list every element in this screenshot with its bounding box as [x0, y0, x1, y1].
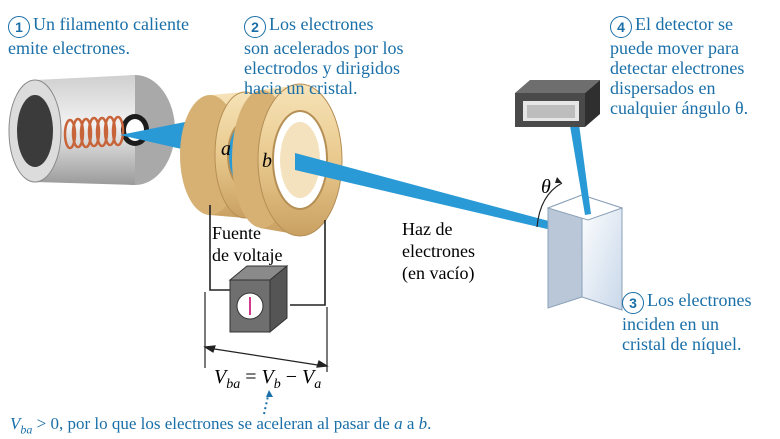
formula-v1-sub: b: [273, 377, 281, 392]
circuit-wires: [209, 205, 326, 306]
caption-b: b: [418, 414, 428, 433]
caption-v: V: [10, 414, 21, 433]
nickel-crystal: [546, 194, 624, 311]
formula-lhs-sub: ba: [226, 377, 241, 392]
dotted-pointer: [263, 390, 273, 415]
electron-beam: [295, 153, 560, 232]
formula-eq: =: [240, 366, 262, 388]
formula-v2-sub: a: [314, 377, 322, 392]
formula-v1: V: [261, 366, 274, 388]
formula-lhs: V: [214, 366, 227, 388]
formula-minus: −: [280, 366, 302, 388]
source-line2: de voltaje: [212, 245, 283, 265]
step-number-2: 2: [244, 16, 266, 38]
detector: [515, 80, 600, 127]
callout-3-line1: Los electrones: [647, 290, 752, 310]
label-a: a: [221, 138, 231, 160]
callout-2-line1: Los electrones: [269, 14, 374, 34]
callout-2-line2: son acelerados por los: [244, 38, 404, 58]
formula-v2: V: [302, 366, 315, 388]
theta-label: θ: [541, 176, 551, 198]
source-line1: Fuente: [212, 223, 261, 243]
voltage-source: [228, 264, 289, 334]
callout-3-line3: cristal de níquel.: [622, 334, 742, 354]
caption-a: a: [394, 414, 403, 433]
voltage-source-label: Fuente de voltaje: [212, 222, 282, 266]
callout-2-line4: hacia un cristal.: [244, 78, 358, 98]
beam-cone: [120, 120, 195, 152]
callout-1-line1: Un filamento caliente: [33, 14, 189, 34]
caption-end: .: [427, 414, 432, 433]
step-number-3: 3: [622, 292, 644, 314]
callout-1-line2: emite electrones.: [8, 38, 130, 58]
voltage-formula: Vba = Vb − Va: [214, 366, 321, 396]
electrode-b: [232, 83, 343, 237]
callout-4-line4: dispersados en: [610, 78, 716, 98]
callout-3-line2: inciden en un: [622, 314, 719, 334]
callout-4-line5: cualquier ángulo θ.: [610, 98, 749, 118]
step-number-4: 4: [610, 16, 632, 38]
callout-4-line2: puede mover para: [610, 38, 739, 58]
beam-line1: Haz de: [402, 219, 453, 239]
caption-v-sub: ba: [20, 422, 33, 437]
callout-2-line3: electrodos y dirigidos: [244, 58, 400, 78]
voltage-span-arrow: [203, 292, 329, 372]
beam-line2: electrones: [402, 241, 475, 261]
beam-line3: (en vacío): [402, 263, 475, 283]
caption-rest: > 0, por lo que los electrones se aceler…: [32, 414, 395, 433]
callout-4-line1: El detector se: [635, 14, 733, 34]
label-b: b: [262, 150, 272, 172]
angle-arc: [536, 182, 563, 228]
angle-arrow-head: [555, 177, 562, 183]
step-number-1: 1: [8, 16, 30, 38]
callout-4-line3: detectar electrones: [610, 58, 745, 78]
caption-mid: a: [402, 414, 419, 433]
filament-coil: [63, 115, 125, 150]
caption: Vba > 0, por lo que los electrones se ac…: [10, 414, 431, 439]
beam-label: Haz de electrones (en vacío): [402, 218, 475, 284]
